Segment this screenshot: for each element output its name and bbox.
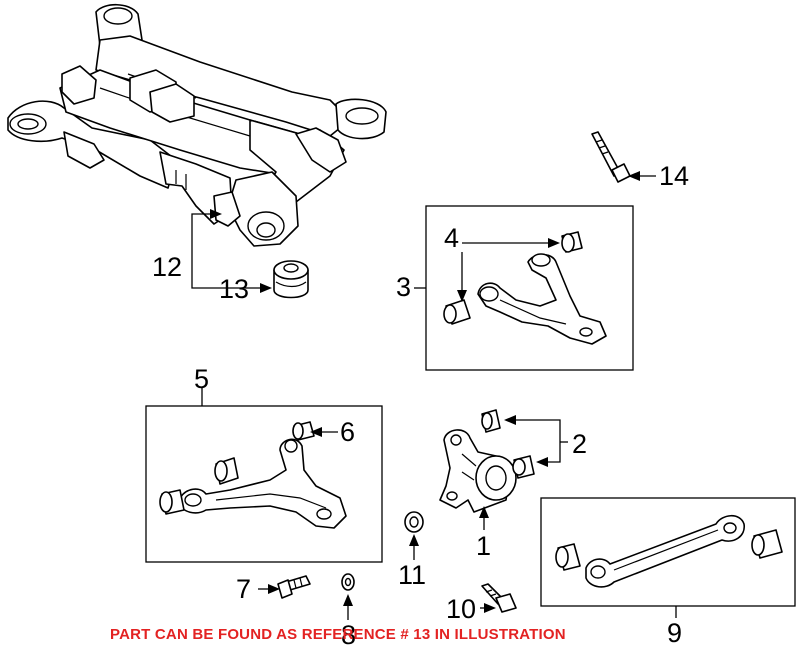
callout-9: 9	[667, 618, 683, 648]
trailing-link	[585, 514, 745, 588]
bushing-5a	[159, 489, 185, 515]
callout-10: 10	[446, 594, 477, 624]
bushing-4a	[561, 231, 583, 253]
bushing-2a	[481, 409, 501, 433]
callout-13: 13	[219, 274, 250, 304]
upper-control-arm	[477, 253, 607, 345]
bolt-7	[277, 575, 311, 599]
bushing-6	[292, 421, 315, 441]
leader-lines	[191, 171, 677, 620]
callout-1: 1	[476, 531, 492, 561]
knuckle	[439, 429, 517, 513]
nut-8	[341, 573, 355, 591]
callout-6: 6	[340, 417, 356, 447]
callout-7: 7	[236, 574, 252, 604]
trailing-link-box	[540, 497, 796, 607]
lower-arm-box	[145, 405, 383, 563]
callout-8: 8	[341, 620, 357, 650]
callout-12: 12	[152, 252, 183, 282]
bolt-10	[481, 583, 517, 613]
subframe	[7, 3, 387, 247]
callout-11: 11	[398, 560, 427, 590]
bushing-2b	[512, 455, 535, 479]
bushing-9a	[555, 543, 581, 571]
callout-2: 2	[572, 429, 588, 459]
bushing-4b	[443, 299, 471, 325]
washer-11	[404, 511, 424, 533]
lower-control-arm	[179, 438, 347, 529]
bushing-9b	[751, 529, 783, 559]
bolt-14	[591, 131, 631, 183]
bushing-5b	[214, 457, 239, 485]
callout-14: 14	[659, 161, 690, 191]
callout-5: 5	[194, 364, 210, 394]
callout-3: 3	[396, 272, 412, 302]
reference-note: PART CAN BE FOUND AS REFERENCE # 13 IN I…	[110, 626, 566, 643]
callout-4: 4	[444, 223, 460, 253]
subframe-bushing	[273, 260, 309, 299]
